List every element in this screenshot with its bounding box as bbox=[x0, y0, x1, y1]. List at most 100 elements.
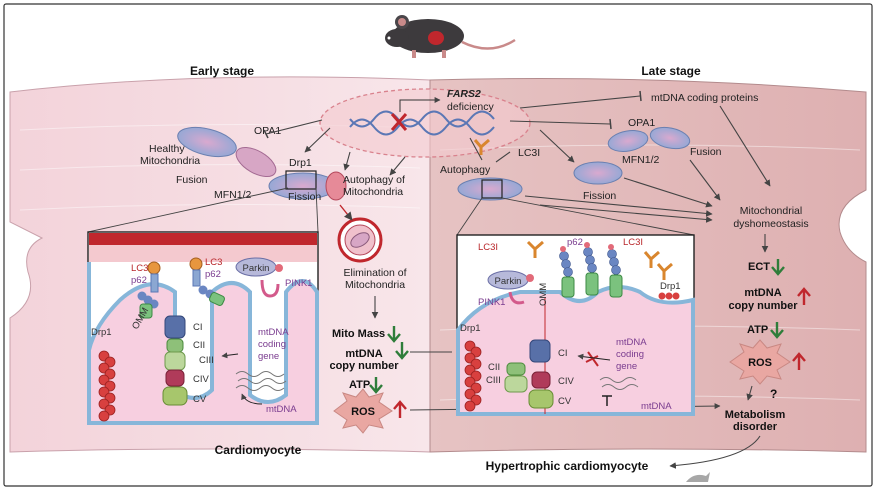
late-inset-pink1-label: PINK1 bbox=[478, 297, 505, 308]
early-inset-p62b-label: p62 bbox=[205, 269, 221, 280]
early-mtdna-label-1: mtDNA bbox=[345, 348, 382, 360]
late-inset-lc3i-b-label: LC3I bbox=[623, 237, 643, 248]
late-mtdna-up-arrow-icon bbox=[797, 287, 811, 305]
late-atp-down-arrow-icon bbox=[770, 322, 784, 339]
late-inset-lc3i-a-label: LC3I bbox=[478, 242, 498, 253]
early-fission-label: Fission bbox=[288, 191, 321, 203]
late-atp-label: ATP bbox=[747, 324, 768, 336]
late-drp1-helix bbox=[464, 340, 482, 412]
inhibit-opa1 bbox=[265, 119, 323, 135]
late-inset-complex-cii: CII bbox=[488, 362, 500, 373]
ect-down-arrow-icon bbox=[771, 259, 785, 276]
early-inset-gene-label-2: coding bbox=[258, 339, 286, 350]
elimination-label-2: Mitochondria bbox=[345, 279, 405, 291]
late-inset-mtdna-label: mtDNA bbox=[641, 401, 672, 412]
late-inset-gene-label-2: coding bbox=[616, 349, 644, 360]
mouse-illustration bbox=[385, 15, 516, 58]
late-ros-label: ROS bbox=[748, 357, 772, 369]
early-cell-label: Cardiomyocyte bbox=[215, 443, 302, 457]
early-inset-pink1-label: PINK1 bbox=[285, 278, 312, 289]
late-lc3i-icon bbox=[473, 138, 490, 155]
late-inset-drp1-label: Drp1 bbox=[460, 323, 481, 334]
coding-proteins-label: mtDNA coding proteins bbox=[651, 92, 758, 104]
early-inset-mtdna-label: mtDNA bbox=[266, 404, 297, 415]
late-drp1-top-dots bbox=[658, 292, 680, 300]
healthy-mitochondria-icon bbox=[177, 126, 277, 178]
late-stage-label: Late stage bbox=[641, 64, 701, 78]
dys-label-2: dyshomeostasis bbox=[733, 218, 808, 230]
early-lc3-p62-complex-1 bbox=[137, 261, 161, 319]
metab-label-1: Metabolism bbox=[725, 409, 786, 421]
early-inset-lc3-label: LC3 bbox=[131, 263, 148, 274]
early-inset-gene-label-1: mtDNA bbox=[258, 327, 289, 338]
healthy-label-2: Mitochondria bbox=[140, 155, 200, 167]
late-inset-omm-label: OMM bbox=[538, 283, 549, 306]
deficiency-label: deficiency bbox=[447, 101, 494, 113]
late-fusion-mitochondria-icon bbox=[607, 126, 691, 152]
late-inset-p62-label: p62 bbox=[567, 237, 583, 248]
arrow-to-autophagy bbox=[343, 151, 351, 171]
early-inset-complex-cii: CII bbox=[193, 340, 205, 351]
late-inset-gene-label-1: mtDNA bbox=[616, 337, 647, 348]
late-lc3i-protein-a bbox=[526, 240, 544, 258]
early-drp1-label: Drp1 bbox=[289, 157, 312, 169]
late-autophagy-label: Autophagy bbox=[440, 164, 491, 176]
early-inset-p62-label: p62 bbox=[131, 275, 147, 286]
early-mfn-label: MFN1/2 bbox=[214, 189, 252, 201]
late-autophagy-mitochondria-icon bbox=[457, 177, 523, 201]
elimination-label-1: Elimination of bbox=[343, 267, 406, 279]
early-inset-complex-civ: CIV bbox=[193, 374, 210, 385]
watermark-mouse-icon bbox=[686, 472, 710, 482]
arrow-to-fission bbox=[304, 127, 331, 153]
early-inset-complex-cv: CV bbox=[193, 394, 207, 405]
early-inset-parkin-label: Parkin bbox=[243, 263, 270, 274]
late-mtdna-label-1: mtDNA bbox=[744, 287, 781, 299]
early-ros-burst bbox=[333, 388, 393, 434]
early-mtdna-strands bbox=[235, 371, 287, 391]
late-cell-label: Hypertrophic cardiomyocyte bbox=[486, 459, 649, 473]
fission-mitochondria-icon bbox=[268, 170, 347, 201]
autophagy-label-2: Mitochondria bbox=[343, 186, 403, 198]
healthy-label-1: Healthy bbox=[149, 143, 185, 155]
late-inset-drp1-top-label: Drp1 bbox=[660, 281, 681, 292]
dys-label-1: Mitochondrial bbox=[740, 205, 802, 217]
mito-mass-down-arrow-icon bbox=[387, 326, 401, 343]
early-ros-label: ROS bbox=[351, 406, 375, 418]
deletion-cross-icon bbox=[390, 113, 408, 131]
autophagosome-icon bbox=[337, 217, 383, 263]
early-inset-lc3b-label: LC3 bbox=[205, 257, 222, 268]
late-opa1-label: OPA1 bbox=[628, 117, 655, 129]
late-lc3i-protein-b bbox=[643, 250, 673, 280]
late-inset-complex-ci: CI bbox=[558, 348, 568, 359]
early-mtdna-label-2: copy number bbox=[329, 360, 399, 372]
early-opa1-label: OPA1 bbox=[254, 125, 281, 137]
late-inset-inhibit-icon bbox=[602, 395, 612, 406]
early-drp1-helix bbox=[98, 350, 116, 422]
mito-mass-label: Mito Mass bbox=[332, 328, 385, 340]
early-atp-label: ATP bbox=[349, 379, 370, 391]
late-inset-panel bbox=[456, 234, 695, 416]
early-inset-complex-ci: CI bbox=[193, 322, 203, 333]
ect-label: ECT bbox=[748, 261, 770, 273]
late-inset-complex-civ: CIV bbox=[558, 376, 575, 387]
late-etc-complexes bbox=[504, 339, 554, 409]
late-mtdna-label-2: copy number bbox=[728, 300, 798, 312]
question-mark: ? bbox=[770, 387, 777, 401]
late-mtdna-strands bbox=[599, 377, 639, 390]
late-ros-up-arrow-icon bbox=[792, 352, 806, 370]
late-inset-parkin-label: Parkin bbox=[495, 276, 522, 287]
early-parkin-complex bbox=[235, 257, 283, 298]
late-ros-burst bbox=[729, 339, 791, 385]
late-parkin-complex bbox=[487, 270, 534, 305]
late-mfn-label: MFN1/2 bbox=[622, 154, 660, 166]
early-ros-up-arrow-icon bbox=[393, 400, 407, 418]
early-inset-complex-ciii: CIII bbox=[199, 355, 214, 366]
early-etc-complexes bbox=[162, 315, 188, 406]
late-inset-complex-ciii: CIII bbox=[486, 375, 501, 386]
late-p62-chains bbox=[559, 242, 623, 298]
early-mtdna-down-arrow-icon bbox=[395, 342, 409, 360]
late-fission-label: Fission bbox=[583, 190, 616, 202]
fars2-deficiency-node bbox=[319, 88, 531, 158]
early-inset-gene-label-3: gene bbox=[258, 351, 279, 362]
